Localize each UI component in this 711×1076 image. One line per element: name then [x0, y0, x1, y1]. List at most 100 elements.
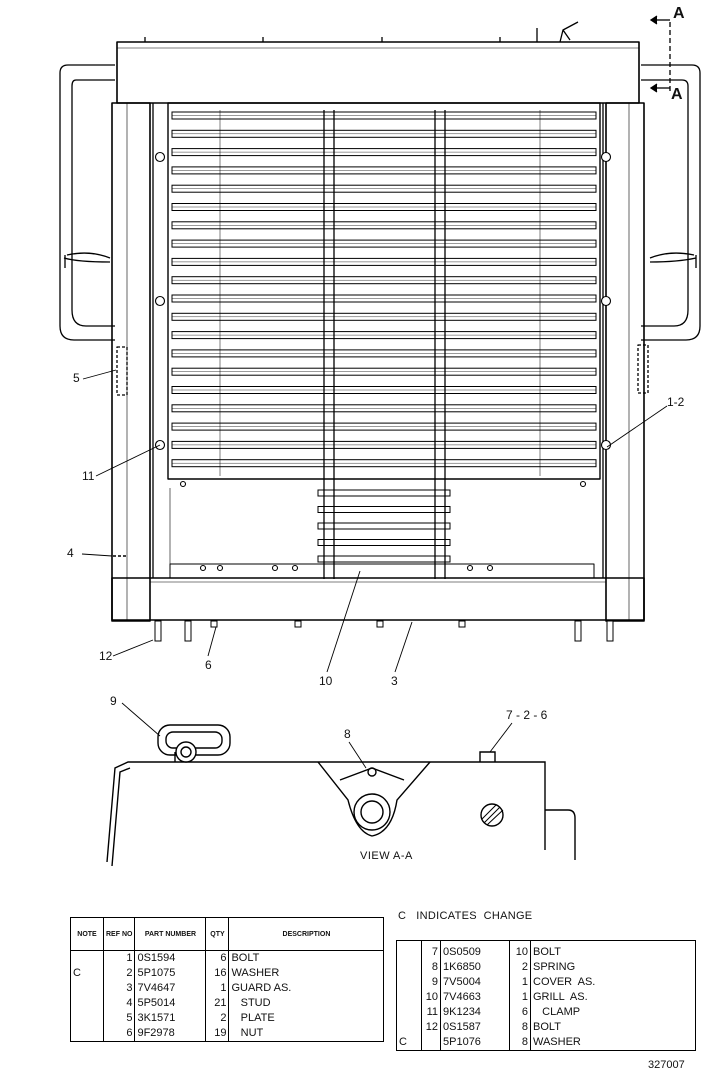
callout-9: 9 — [110, 694, 117, 708]
part-ref: 3 — [103, 981, 136, 996]
right-post — [605, 102, 645, 622]
part-description: BOLT — [533, 1021, 561, 1033]
part-description: GRILL AS. — [533, 991, 588, 1003]
part-number: 7V4647 — [134, 981, 207, 996]
part-ref: 11 — [421, 1005, 441, 1020]
change-legend: C INDICATES CHANGE — [398, 910, 533, 922]
stud — [376, 620, 384, 628]
section-label-top: A — [673, 5, 685, 22]
part-ref: 6 — [103, 1026, 136, 1042]
part-qty: 21 — [205, 996, 230, 1011]
section-label-bottom: A — [671, 86, 683, 103]
part-qty: 19 — [205, 1026, 230, 1042]
part-description: BOLT — [533, 946, 561, 958]
part-qty: 2 — [509, 960, 531, 975]
view-a-a — [106, 724, 576, 867]
left-handle — [59, 64, 115, 341]
clamp-bolt — [154, 295, 166, 307]
callout-6: 6 — [205, 658, 212, 672]
part-description: BOLT — [231, 952, 260, 964]
part-number: 0S1587 — [440, 1020, 510, 1035]
hole — [199, 564, 207, 572]
clamp-bolt — [600, 295, 612, 307]
left-post — [111, 102, 151, 622]
hole — [271, 564, 279, 572]
part-number: 9K1234 — [440, 1005, 510, 1020]
callout-10: 10 — [319, 674, 333, 688]
part-number: 0S0509 — [440, 940, 510, 960]
part-note — [396, 1005, 422, 1020]
part-qty: 1 — [509, 975, 531, 990]
part-number: 0S1594 — [134, 950, 207, 966]
callout-7-2-6: 7 - 2 - 6 — [506, 708, 548, 722]
part-note — [70, 1011, 104, 1026]
hole — [216, 564, 224, 572]
stud — [458, 620, 466, 628]
lower-grill-slat — [317, 539, 451, 546]
part-ref: 8 — [421, 960, 441, 975]
lower-grill-slat — [317, 506, 451, 513]
bottom-bar — [111, 577, 645, 621]
part-number: 3K1571 — [134, 1011, 207, 1026]
callout-1-2: 1-2 — [667, 395, 685, 409]
hole — [179, 480, 187, 488]
part-qty: 1 — [509, 990, 531, 1005]
header-ref-no: REF NO — [103, 917, 136, 951]
part-ref: 9 — [421, 975, 441, 990]
part-description: PLATE — [231, 1012, 275, 1024]
guard-assembly-drawing — [59, 15, 701, 867]
grill-frame — [167, 102, 601, 480]
part-qty: 16 — [205, 966, 230, 981]
top-cover — [116, 41, 640, 104]
part-qty: 2 — [205, 1011, 230, 1026]
part-description: SPRING — [533, 961, 576, 973]
part-note: C — [70, 966, 104, 981]
part-qty: 8 — [509, 1035, 531, 1051]
part-ref: 1 — [103, 950, 136, 966]
part-note — [70, 1026, 104, 1042]
callout-5: 5 — [73, 371, 80, 385]
callout-8: 8 — [344, 727, 351, 741]
hole — [466, 564, 474, 572]
part-ref: 2 — [103, 966, 136, 981]
part-qty: 6 — [205, 950, 230, 966]
part-ref: 12 — [421, 1020, 441, 1035]
right-handle — [641, 64, 701, 341]
clamp-bolt — [600, 151, 612, 163]
part-description: NUT — [231, 1027, 264, 1039]
part-ref: 10 — [421, 990, 441, 1005]
part-note — [396, 960, 422, 975]
hole — [486, 564, 494, 572]
part-ref — [421, 1035, 441, 1051]
hole — [579, 480, 587, 488]
part-note: C — [396, 1035, 422, 1051]
part-description: COVER AS. — [533, 976, 596, 988]
part-number: 5P5014 — [134, 996, 207, 1011]
callout-3: 3 — [391, 674, 398, 688]
part-number: 9F2978 — [134, 1026, 207, 1042]
part-note — [70, 981, 104, 996]
part-description: CLAMP — [533, 1006, 581, 1018]
clamp-bolt — [154, 151, 166, 163]
part-qty: 6 — [509, 1005, 531, 1020]
part-note — [70, 950, 104, 966]
view-caption: VIEW A-A — [360, 850, 413, 862]
part-note — [396, 990, 422, 1005]
header-note: NOTE — [70, 917, 104, 951]
stud — [184, 620, 192, 642]
section-marker — [649, 15, 671, 93]
lower-grill-slat — [317, 555, 451, 563]
part-note — [396, 1020, 422, 1035]
